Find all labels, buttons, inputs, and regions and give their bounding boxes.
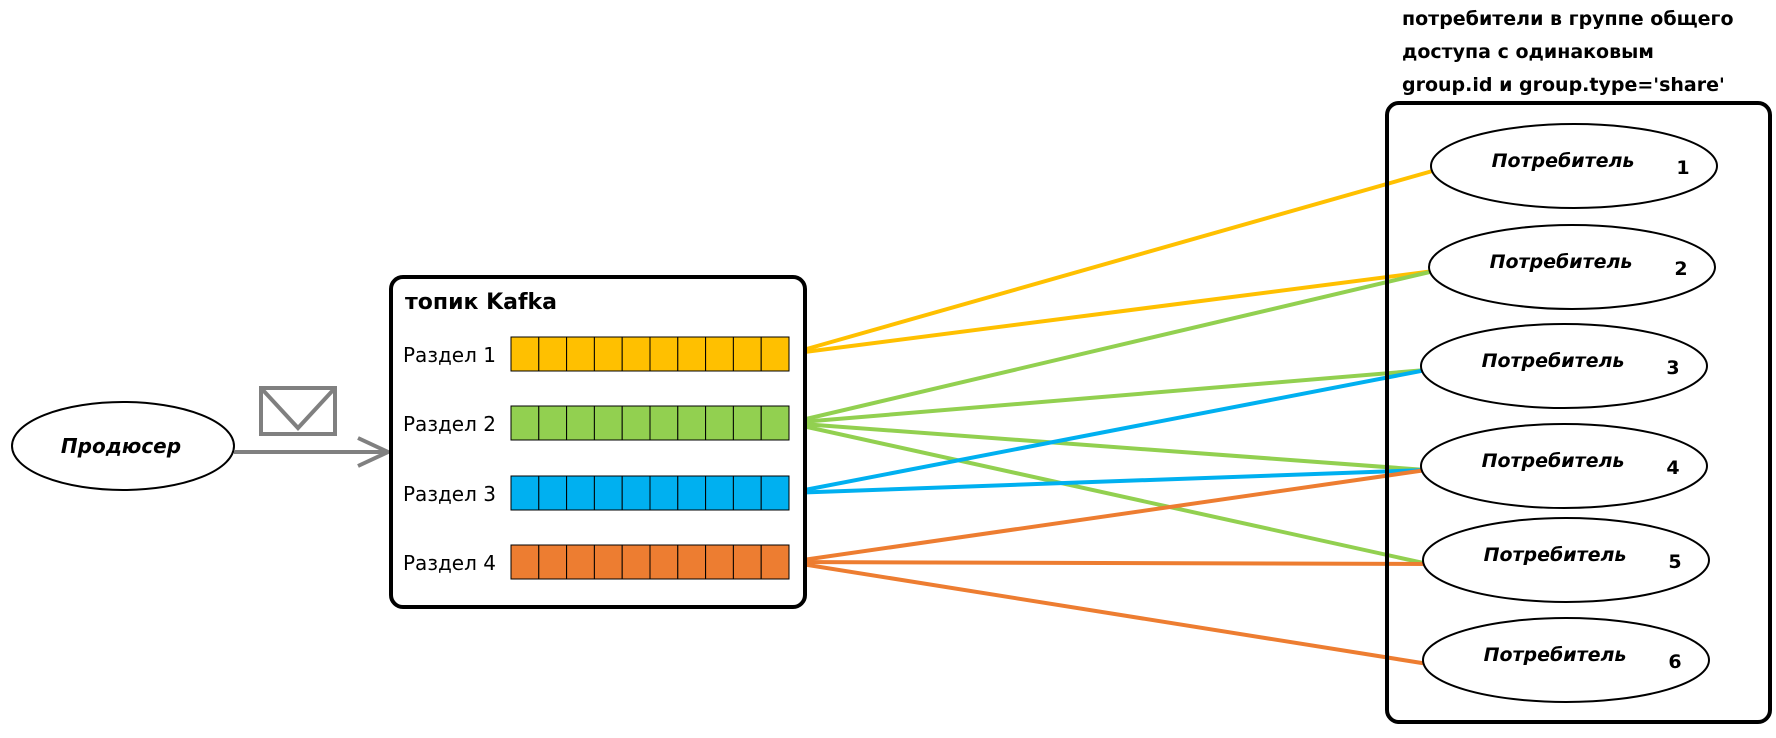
partition-segment xyxy=(566,475,595,511)
partition-segment xyxy=(649,336,679,372)
partition-segment xyxy=(538,475,568,511)
connection-line-p4-c6 xyxy=(788,560,1429,666)
partition-segment xyxy=(760,544,790,580)
partition-3: Раздел 3 xyxy=(403,475,790,511)
consumer-number: 2 xyxy=(1674,258,1687,280)
connection-line-p4-c4 xyxy=(788,468,1427,564)
partition-segment xyxy=(732,405,762,441)
producer-label: Продюсер xyxy=(61,434,181,458)
consumer-ellipse xyxy=(1420,323,1708,409)
consumer-5: Потребитель 5 xyxy=(1422,517,1710,603)
group-caption-line-1: потребители в группе общего xyxy=(1402,8,1734,30)
partition-segment xyxy=(760,405,790,441)
consumer-number: 1 xyxy=(1676,157,1689,179)
partition-segment xyxy=(593,544,623,580)
partition-segment xyxy=(677,544,707,580)
partition-segment xyxy=(538,544,568,580)
partition-segment xyxy=(732,544,762,580)
consumer-number: 5 xyxy=(1668,551,1681,573)
partition-segment xyxy=(566,336,595,372)
consumer-ellipse xyxy=(1422,617,1710,703)
consumer-label: Потребитель xyxy=(1484,644,1627,666)
partition-4: Раздел 4 xyxy=(403,544,790,580)
connection-line-p2-c2 xyxy=(788,269,1435,425)
partition-segment xyxy=(510,544,540,580)
partition-label: Раздел 3 xyxy=(403,482,496,506)
consumer-ellipse xyxy=(1422,517,1710,603)
partition-segment xyxy=(649,544,679,580)
connection-line-p4-c5 xyxy=(788,560,1429,566)
partition-1: Раздел 1 xyxy=(403,336,790,372)
producer-arrow xyxy=(234,436,393,468)
partition-segment xyxy=(705,336,734,372)
envelope-icon xyxy=(259,386,337,436)
consumer-ellipse xyxy=(1420,423,1708,509)
partition-segment xyxy=(593,405,623,441)
partition-segment xyxy=(732,475,762,511)
partition-segment xyxy=(677,336,707,372)
connection-line-p3-c4 xyxy=(788,468,1427,495)
partition-segment xyxy=(538,405,568,441)
connection-line-p1-c1 xyxy=(788,168,1437,356)
connection-lines xyxy=(788,168,1437,666)
topic-title: топик Kafka xyxy=(405,290,557,315)
consumer-group: потребители в группе общего доступа с од… xyxy=(1385,8,1772,724)
consumer-label: Потребитель xyxy=(1482,350,1625,372)
partition-segment xyxy=(705,405,734,441)
partition-segment xyxy=(677,405,707,441)
consumer-label: Потребитель xyxy=(1492,150,1635,172)
partition-segment xyxy=(510,475,540,511)
partition-label: Раздел 4 xyxy=(403,551,496,575)
partition-segment xyxy=(621,336,651,372)
consumer-3: Потребитель 3 xyxy=(1420,323,1708,409)
partition-segment xyxy=(705,475,734,511)
consumer-ellipse xyxy=(1430,123,1718,209)
partition-segment xyxy=(677,475,707,511)
partition-segment xyxy=(705,544,734,580)
partition-label: Раздел 1 xyxy=(403,343,496,367)
consumer-number: 4 xyxy=(1666,457,1679,479)
partition-segment xyxy=(732,336,762,372)
connection-line-p2-c3 xyxy=(788,368,1427,425)
consumer-1: Потребитель 1 xyxy=(1430,123,1718,209)
producer: Продюсер xyxy=(11,401,235,491)
partition-segment xyxy=(760,475,790,511)
group-caption-line-2: доступа с одинаковым xyxy=(1402,41,1654,63)
partition-segment xyxy=(621,544,651,580)
connection-line-p3-c3 xyxy=(788,368,1427,495)
consumer-label: Потребитель xyxy=(1484,544,1627,566)
connection-line-p2-c5 xyxy=(788,421,1429,566)
consumer-2: Потребитель 2 xyxy=(1428,224,1716,310)
consumer-4: Потребитель 4 xyxy=(1420,423,1708,509)
partition-segment xyxy=(649,475,679,511)
consumer-number: 3 xyxy=(1666,357,1679,379)
consumer-6: Потребитель 6 xyxy=(1422,617,1710,703)
consumer-label: Потребитель xyxy=(1490,251,1633,273)
producer-ellipse xyxy=(11,401,235,491)
connection-line-p2-c4 xyxy=(788,421,1427,472)
partition-label: Раздел 2 xyxy=(403,412,496,436)
partition-segment xyxy=(510,336,540,372)
partition-segment xyxy=(593,475,623,511)
partition-segment xyxy=(760,336,790,372)
partition-segment xyxy=(649,405,679,441)
partition-2: Раздел 2 xyxy=(403,405,790,441)
partition-segment xyxy=(566,544,595,580)
connection-line-p1-c2 xyxy=(788,269,1435,356)
consumer-group-frame xyxy=(1385,101,1772,724)
consumer-label: Потребитель xyxy=(1482,450,1625,472)
partition-segment xyxy=(621,405,651,441)
consumer-number: 6 xyxy=(1668,651,1681,673)
partition-segment xyxy=(538,336,568,372)
partitions: Раздел 1 Раздел 2 Раздел 3 Раздел 4 xyxy=(403,336,790,580)
partition-segment xyxy=(566,405,595,441)
partition-segment xyxy=(510,405,540,441)
partition-segment xyxy=(593,336,623,372)
consumer-ellipse xyxy=(1428,224,1716,310)
partition-segment xyxy=(621,475,651,511)
group-caption-line-3: group.id и group.type='share' xyxy=(1402,74,1725,96)
